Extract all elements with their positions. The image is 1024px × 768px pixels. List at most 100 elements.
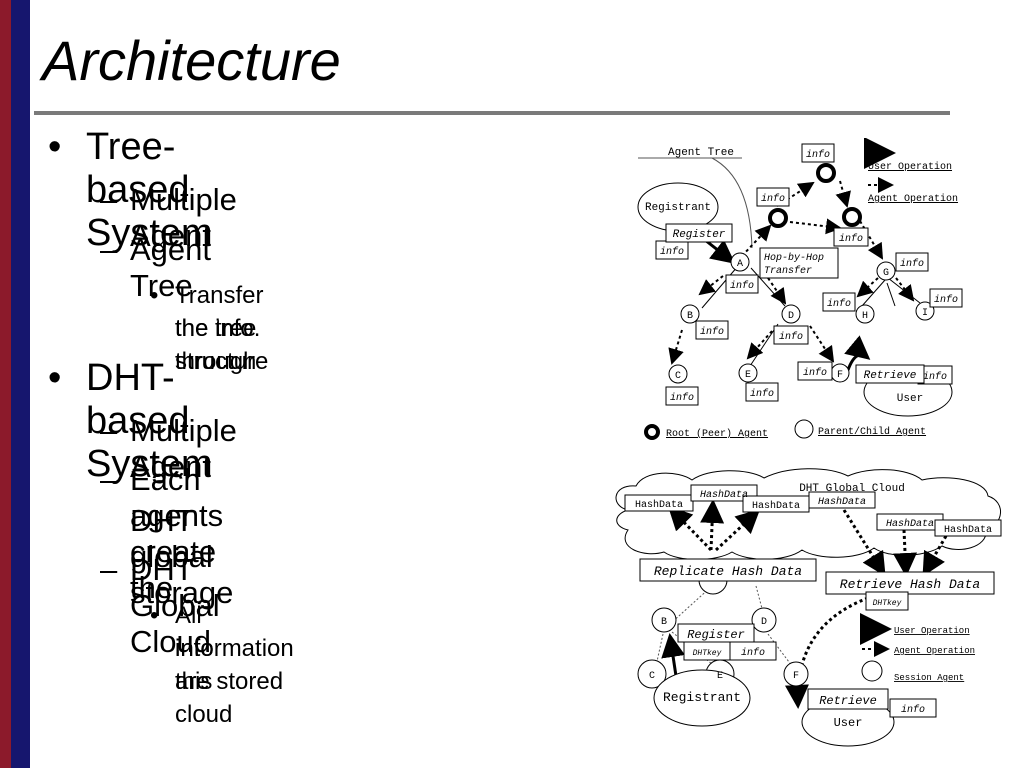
- tree-node-label: B: [687, 311, 693, 322]
- tree-node-a: [730, 252, 750, 272]
- sub-bullet-mark: •: [150, 282, 159, 309]
- dht-register-label: Register: [687, 628, 745, 642]
- tree-node-e: [738, 363, 758, 383]
- dash-mark: –: [100, 552, 118, 587]
- info-label: info: [730, 280, 754, 292]
- dht-user-label: User: [834, 716, 863, 730]
- replicate-hash-label: Replicate Hash Data: [654, 564, 802, 579]
- agent-tree-title: Agent Tree: [668, 147, 734, 159]
- registrant-label: Registrant: [645, 202, 711, 214]
- info-label: info: [827, 298, 851, 310]
- tree-node-d: [781, 304, 801, 324]
- dash-mark: –: [100, 182, 118, 217]
- info-label: info: [761, 193, 785, 205]
- hop-label-1: Hop-by-Hop: [764, 252, 824, 264]
- hashdata-label: HashData: [752, 500, 800, 512]
- legend-parent-child-icon: [794, 419, 814, 439]
- bullet-tree-based: Tree-based System: [86, 126, 213, 254]
- info-label: info: [670, 392, 694, 404]
- bullet-dht-cloud: DHT Global Cloud: [130, 552, 220, 659]
- tree-node-label: E: [745, 370, 751, 381]
- info-label: info: [779, 331, 803, 343]
- hashdata-label: HashData: [700, 489, 748, 501]
- dht-node-b: [651, 607, 677, 633]
- dht-node-c: [637, 659, 667, 689]
- bullet-multiple-agent-2: Multiple Agent: [130, 413, 237, 484]
- bullet-mark: •: [48, 126, 62, 168]
- info-label: info: [803, 367, 827, 379]
- left-accent-bar-navy: [11, 0, 30, 768]
- legend-root-icon: [644, 424, 660, 440]
- dht-node-label: F: [793, 671, 799, 682]
- title-divider: [34, 111, 950, 115]
- tree-node-h: [855, 304, 875, 324]
- legend-parent-child: Parent/Child Agent: [818, 426, 926, 438]
- agent-tree-diagram: A B C D E F G H I info info info info in…: [637, 138, 963, 440]
- retrieve-hash-label: Retrieve Hash Data: [840, 577, 980, 592]
- dht-legend-user-op: User Operation: [894, 626, 970, 636]
- bullet-each-agents-line1: Each agents create the: [130, 462, 224, 605]
- slide-title: Architecture: [42, 29, 341, 92]
- info-label: info: [900, 258, 924, 270]
- info-label: info: [923, 371, 947, 383]
- root-agent-circle: [816, 163, 836, 183]
- info-label: info: [750, 388, 774, 400]
- tree-node-label: F: [837, 370, 843, 381]
- info-label: info: [901, 704, 925, 716]
- dht-node-label: C: [649, 671, 655, 682]
- bullet-agent-tree: Agent Tree: [130, 232, 212, 303]
- hop-label-2: Transfer: [764, 265, 812, 277]
- legend-user-op: User Operation: [868, 161, 952, 173]
- dht-registrant-oval: [653, 669, 751, 727]
- dht-legend-agent-op: Agent Operation: [894, 646, 975, 656]
- bullet-dht-based: DHT-based System: [86, 357, 213, 485]
- hashdata-label: HashData: [944, 524, 992, 536]
- tree-node-c: [668, 364, 688, 384]
- info-label: info: [839, 233, 863, 245]
- bullet-multiple-agent-1: Multiple Agent: [130, 182, 237, 253]
- dht-node-label: E: [717, 671, 723, 682]
- bullet-all-info-line2: into this cloud: [175, 635, 233, 728]
- sub-bullet-mark: •: [150, 602, 159, 629]
- tree-node-b: [680, 304, 700, 324]
- legend-root: Root (Peer) Agent: [666, 428, 768, 440]
- dhtkey-label: DHTkey: [693, 649, 722, 658]
- dash-mark: –: [100, 413, 118, 448]
- root-agent-circle: [842, 207, 862, 227]
- bullet-all-info-line1: All information are stored: [175, 602, 294, 695]
- bullet-transfer-info-line1: Transfer the info. through: [175, 282, 264, 375]
- info-label: info: [700, 326, 724, 338]
- info-label: info: [660, 246, 684, 258]
- retrieve-label: Retrieve: [864, 370, 917, 382]
- hashdata-label: HashData: [635, 499, 683, 511]
- tree-node-label: I: [922, 308, 928, 319]
- dht-legend-session: Session Agent: [894, 673, 964, 683]
- tree-node-label: C: [675, 371, 681, 382]
- bullet-mark: •: [48, 357, 62, 399]
- dht-cloud-diagram: DHT Global Cloud HashData HashData HashD…: [615, 468, 1002, 747]
- dash-mark: –: [100, 232, 118, 267]
- hashdata-label: HashData: [818, 496, 866, 508]
- tree-node-label: H: [862, 311, 868, 322]
- tree-node-label: D: [788, 311, 794, 322]
- legend-agent-op: Agent Operation: [868, 193, 958, 205]
- legend-session-icon: [861, 660, 883, 682]
- user-label: User: [897, 393, 923, 405]
- hashdata-label: HashData: [886, 518, 934, 530]
- register-label: Register: [673, 229, 726, 241]
- dht-retrieve-label: Retrieve: [819, 694, 877, 708]
- dht-node-label: B: [661, 617, 667, 628]
- dhtkey-label: DHTkey: [873, 599, 902, 608]
- root-agent-circle: [768, 208, 788, 228]
- dht-node-f: [783, 661, 809, 687]
- info-label: info: [806, 149, 830, 161]
- tree-node-g: [876, 261, 896, 281]
- dht-node-d: [751, 607, 777, 633]
- tree-node-label: A: [737, 259, 743, 270]
- left-accent-bar-red: [0, 0, 11, 768]
- bullet-each-agents-line2: DHT global storage: [130, 503, 234, 610]
- info-label: info: [741, 647, 765, 659]
- dht-registrant-label: Registrant: [663, 690, 741, 705]
- dash-mark: –: [100, 462, 118, 497]
- dht-node-label: D: [761, 617, 767, 628]
